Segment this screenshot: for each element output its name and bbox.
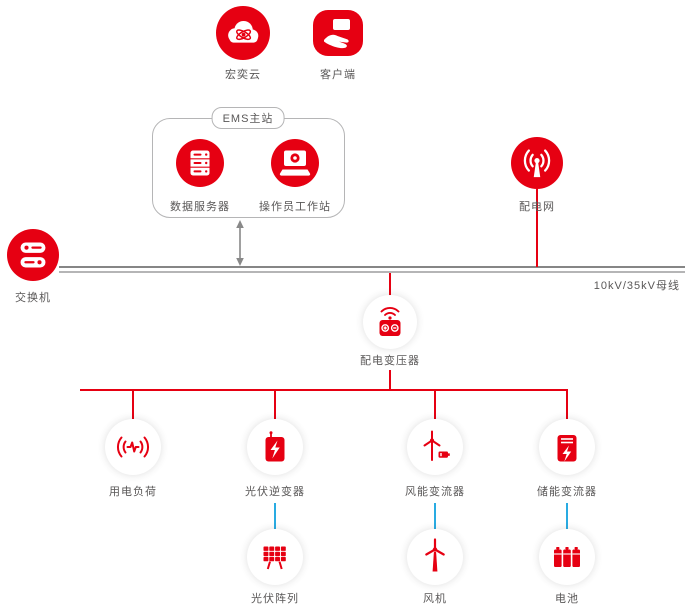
cloud-atom-icon [228,20,259,43]
wind-turbine-label: 风机 [423,593,447,605]
load-pulse-icon [117,436,149,458]
storage-converter-icon [557,435,577,462]
load-node [105,419,161,475]
busbar-line-top [59,266,685,268]
workstation-label: 操作员工作站 [259,201,331,213]
client-node [313,10,363,56]
busbar-label: 10kV/35kV母线 [593,280,680,292]
busbar-line-bottom [59,271,685,273]
cloud-node [216,6,270,60]
pv-inverter-label: 光伏逆变器 [245,486,305,498]
transformer-icon [379,307,401,336]
wind-turbine-node [407,529,463,585]
data-server-node [176,139,224,187]
wind-converter-node [407,419,463,475]
network-switch-icon [20,242,46,268]
storage-converter-node [539,419,595,475]
workstation-icon [279,150,311,176]
load-label: 用电负荷 [109,486,157,498]
storage-converter-label: 储能变流器 [537,486,597,498]
wind-converter-icon [423,430,450,461]
feeder-drop-wind-converter [434,391,436,420]
workstation-node [271,139,319,187]
pv-array-node [247,529,303,585]
transformer-node [363,295,417,349]
transformer-label: 配电变压器 [360,355,420,367]
distribution-grid-node [511,137,563,189]
pv-inverter-to-array-line [274,503,276,530]
switch-node [7,229,59,281]
storage-to-battery-line [566,503,568,530]
hand-client-icon [313,10,363,56]
wind-converter-label: 风能变流器 [405,486,465,498]
pv-inverter-node [247,419,303,475]
feeder-drop-load [132,391,134,420]
grid-to-bus-line [536,189,538,267]
bus-to-transformer-line [389,273,391,296]
feeder-drop-storage-converter [566,391,568,420]
transformer-to-feeder-line [389,370,391,391]
ems-bus-arrow-icon [236,220,244,266]
battery-label: 电池 [555,593,579,605]
switch-label: 交换机 [15,292,51,304]
wind-converter-to-turbine-line [434,503,436,530]
feeder-drop-pv-inverter [274,391,276,420]
battery-node [539,529,595,585]
client-label: 客户端 [320,69,356,81]
solar-panel-icon [263,546,286,570]
ems-station-title: EMS主站 [211,107,285,129]
pv-array-label: 光伏阵列 [251,593,299,605]
cloud-label: 宏奕云 [225,69,261,81]
pv-inverter-icon [265,431,285,462]
antenna-icon [523,149,551,178]
battery-icon [554,547,580,567]
server-icon [190,150,210,176]
distribution-grid-label: 配电网 [519,201,555,213]
wind-turbine-icon [425,538,445,572]
data-server-label: 数据服务器 [170,201,230,213]
feeder-line [80,389,568,391]
